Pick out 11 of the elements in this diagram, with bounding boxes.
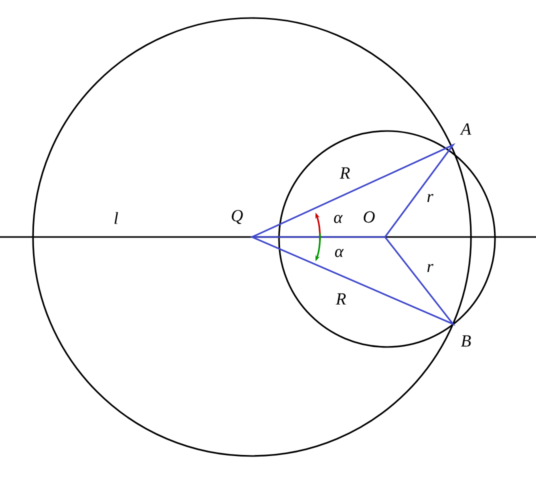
length-label: r — [427, 194, 434, 202]
line-label: l — [114, 212, 118, 224]
point-label: O — [364, 211, 375, 223]
point-label: Q — [232, 210, 243, 224]
length-label: R — [336, 293, 346, 305]
angle-label: α — [335, 248, 344, 258]
angle-label: α — [334, 214, 343, 224]
point-label: A — [460, 123, 472, 135]
length-label: R — [340, 167, 350, 179]
length-label: r — [427, 264, 434, 272]
point-label: B — [460, 335, 471, 347]
